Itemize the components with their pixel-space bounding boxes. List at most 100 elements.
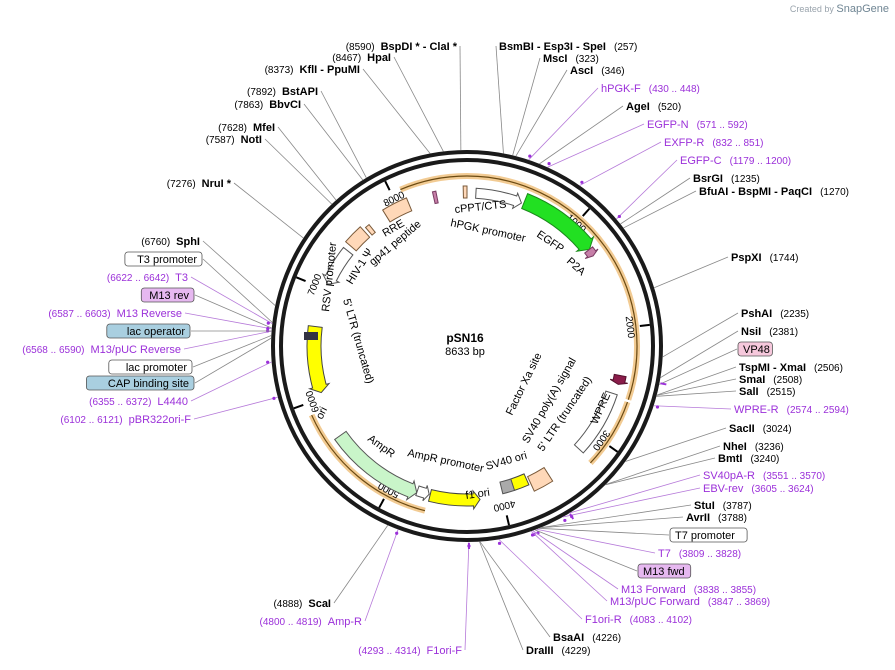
site-agei[interactable]: AgeI(520) [626,101,681,113]
site-nrui[interactable]: (7276)NruI * [167,178,232,190]
leader-line-draiii [479,541,524,651]
site-text-bfuai-bspmi-paqci: BfuAI - BspMI - PaqCI(1270) [699,186,849,198]
leader-line-egfp-n [547,123,645,168]
site-m13-forward[interactable]: M13 Forward(3838 .. 3855) [621,584,756,596]
site-bbvci[interactable]: (7863)BbvCI [234,99,301,111]
site-pos-stui: (3787) [723,501,752,512]
highlight-arc-line-2 [589,401,629,464]
site-name-sali: SalI [739,386,759,398]
site-text-kfli-ppumi: (8373)KflI - PpuMI [265,64,360,76]
site-pshai[interactable]: PshAI(2235) [741,308,809,320]
watermark-prefix: Created by [789,4,834,14]
site-vp48[interactable]: VP48 [737,341,773,357]
site-pbr322ori-f[interactable]: (6102 .. 6121)pBR322ori-F [60,414,191,426]
site-bmti[interactable]: BmtI(3240) [718,453,779,465]
site-msci[interactable]: MscI(323) [543,53,599,65]
site-exfp-r[interactable]: EXFP-R(832 .. 851) [664,137,764,149]
site-ebv-rev[interactable]: EBV-rev(3605 .. 3624) [703,483,814,495]
site-m13-fwd[interactable]: M13 fwd [637,563,692,579]
site-text-bmti: BmtI(3240) [718,453,779,465]
site-noti[interactable]: (7587)NotI [206,134,262,146]
site-bspdi-clai[interactable]: (8590)BspDI * - ClaI * [346,41,458,53]
leader-line-m13-puc-forward [530,530,608,602]
site-name-nrui: NruI * [202,178,232,190]
site-text-l4440: (6355 .. 6372)L4440 [89,396,188,408]
watermark-brand: SnapGene [836,3,889,15]
feature-sv40-poly-a-signal-14 [499,478,516,495]
site-f1ori-f[interactable]: (4293 .. 4314)F1ori-F [358,645,462,657]
site-t7-promoter[interactable]: T7 promoter [669,527,748,543]
site-sacii[interactable]: SacII(3024) [729,423,792,435]
site-nhei[interactable]: NheI(3236) [723,441,784,453]
site-f1ori-r[interactable]: F1ori-R(4083 .. 4102) [585,614,692,626]
site-text-tspmi-xmai: TspMI - XmaI(2506) [739,362,843,374]
site-egfp-n[interactable]: EGFP-N(571 .. 592) [647,119,748,131]
watermark: Created by SnapGene [790,3,889,15]
site-m13-rev[interactable]: M13 rev [140,287,195,303]
site-l4440[interactable]: (6355 .. 6372)L4440 [89,396,188,408]
site-amp-r[interactable]: (4800 .. 4819) Amp-R [260,616,363,628]
site-lac-operator[interactable]: lac operator [106,323,191,339]
leader-line-bstapi [320,90,367,179]
site-bsrgi[interactable]: BsrGI(1235) [693,173,760,185]
site-t3-promoter[interactable]: T3 promoter [124,251,203,267]
site-pos-pspxi: (1744) [770,253,799,264]
site-name-amp-r: Amp-R [328,616,362,628]
site-m13-puc-forward[interactable]: M13/pUC Forward (3847 .. 3869) [610,596,770,608]
site-pos-exfp-r: (832 .. 851) [712,138,763,149]
site-nsii[interactable]: NsiI(2381) [741,326,798,338]
site-bsmbi-esp3i-spei[interactable]: BsmBI - Esp3I - SpeI(257) [499,41,637,53]
site-text-pbr322ori-f: (6102 .. 6121)pBR322ori-F [60,414,191,426]
site-name-m13-fwd: M13 fwd [643,566,685,578]
site-mfei[interactable]: (7628)MfeI [218,122,275,134]
site-pos-amp-r: (4800 .. 4819) [260,617,322,628]
site-avrii[interactable]: AvrII(3788) [686,512,747,524]
site-m13-puc-reverse[interactable]: (6568 .. 6590)M13/pUC Reverse [22,344,181,356]
site-scai[interactable]: (4888)ScaI [273,598,331,610]
leader-line-bspdi-clai [459,45,462,151]
site-t7[interactable]: T7(3809 .. 3828) [658,548,741,560]
leader-line-ebv-rev [562,487,701,518]
site-t3[interactable]: (6622 .. 6642)T3 [107,272,188,284]
site-cap-binding-site[interactable]: CAP binding site [86,375,195,391]
site-bfuai-bspmi-paqci[interactable]: BfuAI - BspMI - PaqCI(1270) [699,186,849,198]
feature-highlight-arcs [308,173,640,514]
site-bstapi[interactable]: (7892)BstAPI [247,86,318,98]
tick-label-2000: 2000 [623,316,637,340]
leader-line-bbvci [303,103,364,181]
site-wpre-r[interactable]: WPRE-R(2574 .. 2594) [734,404,849,416]
site-text-noti: (7587)NotI [206,134,262,146]
feature-label-ampr: AmpR [365,433,397,461]
primer-mark-m13-puc-forward [530,533,535,537]
site-lac-promoter[interactable]: lac promoter [108,359,193,375]
site-pspxi[interactable]: PspXI(1744) [731,252,798,264]
site-egfp-c[interactable]: EGFP-C(1179 .. 1200) [680,155,791,167]
site-name-hpgk-f: hPGK-F [601,83,641,95]
leader-line-nsii [660,330,739,378]
site-hpai[interactable]: (8467)HpaI [332,52,391,64]
site-name-sacii: SacII [729,423,755,435]
site-text-sv40pa-r: SV40pA-R(3551 .. 3570) [703,470,825,482]
site-stui[interactable]: StuI(3787) [694,500,752,512]
site-sali[interactable]: SalI(2515) [739,386,795,398]
site-kfli-ppumi[interactable]: (8373)KflI - PpuMI [265,64,360,76]
site-text-nhei: NheI(3236) [723,441,784,453]
site-pos-draiii: (4229) [562,646,591,657]
site-text-bsrgi: BsrGI(1235) [693,173,760,185]
site-sv40pa-r[interactable]: SV40pA-R(3551 .. 3570) [703,470,825,482]
leader-line-bsmbi-esp3i-spei [495,45,504,154]
site-hpgk-f[interactable]: hPGK-F(430 .. 448) [601,83,700,95]
site-pos-m13-puc-forward: (3847 .. 3869) [708,597,770,608]
site-bsaai[interactable]: BsaAI(4226) [553,632,621,644]
site-draiii[interactable]: DraIII(4229) [526,645,590,657]
site-tspmi-xmai[interactable]: TspMI - XmaI(2506) [739,362,843,374]
leader-line-bfuai-bspmi-paqci [623,190,697,229]
site-m13-reverse[interactable]: (6587 .. 6603)M13 Reverse [48,308,182,320]
leader-line-f1ori-r [498,539,583,620]
site-smai[interactable]: SmaI(2508) [739,374,802,386]
site-asci[interactable]: AscI(346) [570,65,625,77]
site-name-scai: ScaI [308,598,331,610]
site-sphi[interactable]: (6760)SphI [141,236,200,248]
site-name-m13-puc-forward: M13/pUC Forward [610,596,700,608]
site-text-pshai: PshAI(2235) [741,308,809,320]
